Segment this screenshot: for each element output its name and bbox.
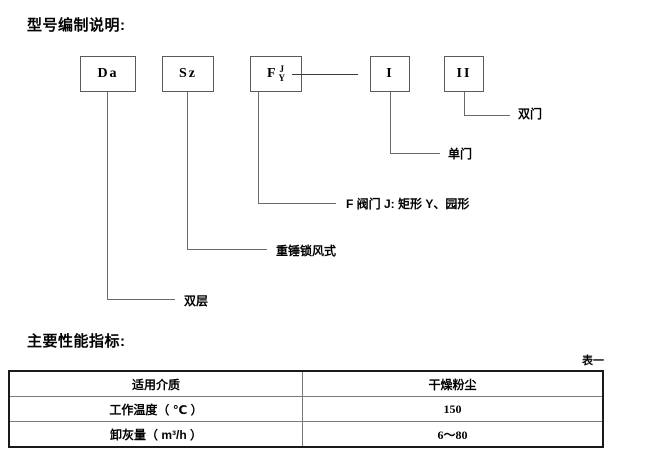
leader-line-double-layer-horizontal [107,299,175,300]
leader-line-two-door-vertical [464,92,465,116]
code-box-roman-one: I [370,56,410,92]
model-code-section-heading: 型号编制说明: [27,17,126,34]
table-caption: 表一 [582,355,604,367]
code-box-da: Da [80,56,136,92]
leader-line-two-door-horizontal [464,115,510,116]
leader-line-valve-horizontal [258,203,336,204]
leader-line-lock-type-horizontal [187,249,267,250]
table-row: 适用介质 干燥粉尘 [8,370,604,397]
table-cell-label: 工作温度（ ℃ ） [8,396,303,422]
table-cell-value: 6～80 [302,421,604,448]
table-cell-value: 150 [302,396,604,422]
performance-section-heading: 主要性能指标: [27,333,126,350]
performance-table: 适用介质 干燥粉尘 工作温度（ ℃ ） 150 卸灰量（ m³/h ） 6～80 [8,370,604,448]
code-box-sz: Sz [162,56,214,92]
leader-line-lock-type-vertical [187,92,188,250]
leader-line-double-layer-vertical [107,92,108,300]
annotation-label-double-layer: 双层 [184,294,209,308]
annotation-label-lock-type: 重锤锁风式 [276,244,337,258]
annotation-label-two-door: 双门 [518,107,543,121]
table-cell-label: 卸灰量（ m³/h ） [8,421,303,448]
leader-line-single-door-horizontal [390,153,440,154]
table-row: 工作温度（ ℃ ） 150 [8,396,604,422]
table-row: 卸灰量（ m³/h ） 6～80 [8,421,604,448]
table-cell-label: 适用介质 [8,370,303,397]
code-box-f-letter: F [266,66,278,81]
leader-line-single-door-vertical [390,92,391,154]
leader-line-valve-vertical [258,92,259,204]
code-box-f-denominator: Y [278,73,286,83]
code-box-roman-two: II [444,56,484,92]
code-box-f-numerator: J [279,63,285,74]
table-cell-value: 干燥粉尘 [302,370,604,397]
annotation-label-single-door: 单门 [448,147,473,161]
connector-line-f-to-one [292,74,358,75]
annotation-label-valve: F 阀门 J: 矩形 Y、园形 [346,197,470,211]
